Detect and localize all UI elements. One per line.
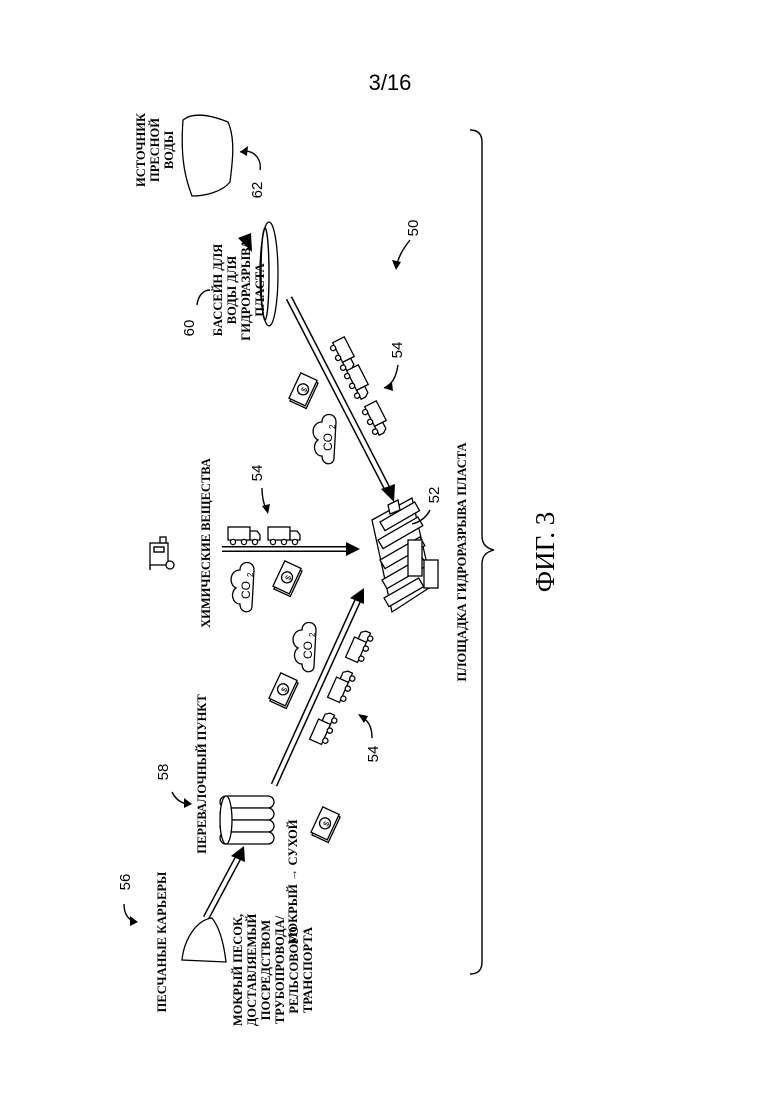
svg-text:ВОДЫ ДЛЯ: ВОДЫ ДЛЯ <box>225 256 239 324</box>
svg-text:РЕЛЬСОВОГО: РЕЛЬСОВОГО <box>287 926 301 1014</box>
sand-pile-icon <box>182 918 226 962</box>
svg-text:ИСТОЧНИК: ИСТОЧНИК <box>134 113 148 187</box>
svg-text:54: 54 <box>249 465 266 482</box>
svg-text:2: 2 <box>308 632 317 637</box>
truck-icon <box>346 628 375 664</box>
svg-text:2: 2 <box>328 424 337 429</box>
water-source-icon <box>182 115 233 196</box>
svg-text:CO: CO <box>239 581 253 599</box>
svg-text:ВОДЫ: ВОДЫ <box>162 130 176 169</box>
sand-to-transload-arrow <box>206 846 245 918</box>
svg-text:2: 2 <box>246 572 255 577</box>
ref-60: 60 <box>181 290 210 336</box>
sand-mines-label: ПЕСЧАНЫЕ КАРЬЕРЫ <box>155 871 169 1012</box>
money-icon <box>268 673 299 709</box>
money-icon <box>272 561 303 597</box>
truck-icon <box>310 710 339 746</box>
ref-54-water: 54 <box>384 342 406 391</box>
wet-dry-label: МОКРЫЙ → СУХОЙ <box>286 819 300 944</box>
wet-sand-label: МОКРЫЙ ПЕСОК, ДОСТАВЛЯЕМЫЙ ПОСРЕДСТВОМ Т… <box>231 913 315 1026</box>
svg-text:ТРАНСПОРТА: ТРАНСПОРТА <box>301 927 315 1013</box>
svg-text:54: 54 <box>389 342 406 359</box>
transload-label: ПЕРЕВАЛОЧНЫЙ ПУНКТ <box>195 694 209 854</box>
chemical-plant-icon <box>150 537 174 570</box>
svg-text:62: 62 <box>249 182 266 199</box>
svg-text:60: 60 <box>181 320 198 337</box>
truck-icon <box>268 527 300 545</box>
svg-text:52: 52 <box>426 487 443 504</box>
svg-text:CO: CO <box>321 433 335 451</box>
truck-icon <box>328 668 357 704</box>
svg-text:58: 58 <box>155 764 172 781</box>
svg-text:ГИДРОРАЗРЫВА: ГИДРОРАЗРЫВА <box>239 239 253 340</box>
svg-text:ТРУБОПРОВОДА/: ТРУБОПРОВОДА/ <box>273 915 287 1024</box>
ref-54-sand: 54 <box>358 714 382 762</box>
svg-text:54: 54 <box>365 746 382 763</box>
silo-icon <box>220 796 274 844</box>
svg-text:ПЛАСТА: ПЛАСТА <box>253 263 267 316</box>
ref-58: 58 <box>155 764 192 808</box>
money-icon <box>310 807 341 843</box>
fresh-water-label: ИСТОЧНИК ПРЕСНОЙ ВОДЫ <box>134 113 176 187</box>
svg-text:ПРЕСНОЙ: ПРЕСНОЙ <box>148 118 162 182</box>
ref-56: 56 <box>117 874 138 926</box>
fracturing-site-label: ПЛОЩАДКА ГИДРОРАЗРЫВА ПЛАСТА <box>455 442 469 681</box>
pool-label: БАССЕЙН ДЛЯ ВОДЫ ДЛЯ ГИДРОРАЗРЫВА ПЛАСТА <box>211 239 267 340</box>
system-brace <box>470 130 494 974</box>
truck-icon <box>228 527 260 545</box>
svg-text:50: 50 <box>405 220 422 237</box>
truck-icon <box>343 365 373 402</box>
co2-cloud-icon: CO 2 <box>313 415 337 464</box>
chemicals-label: ХИМИЧЕСКИЕ ВЕЩЕСТВА <box>199 458 213 628</box>
svg-text:ПОСРЕДСТВОМ: ПОСРЕДСТВОМ <box>259 920 273 1021</box>
co2-cloud-icon: CO 2 <box>231 563 255 612</box>
money-icon <box>288 373 319 409</box>
frac-site-icon <box>372 498 438 612</box>
ref-50: 50 <box>392 220 422 270</box>
figure-caption: ФИГ. 3 <box>530 512 560 592</box>
co2-cloud-icon: CO 2 <box>293 623 317 672</box>
svg-text:CO: CO <box>301 641 315 659</box>
svg-text:ДОСТАВЛЯЕМЫЙ: ДОСТАВЛЯЕМЫЙ <box>245 913 259 1026</box>
svg-text:МОКРЫЙ ПЕСОК,: МОКРЫЙ ПЕСОК, <box>231 914 245 1026</box>
ref-54-chemicals: 54 <box>249 465 270 514</box>
svg-text:56: 56 <box>117 874 134 891</box>
ref-62: 62 <box>240 146 266 198</box>
svg-text:БАССЕЙН ДЛЯ: БАССЕЙН ДЛЯ <box>211 244 225 336</box>
truck-icon <box>361 401 391 438</box>
